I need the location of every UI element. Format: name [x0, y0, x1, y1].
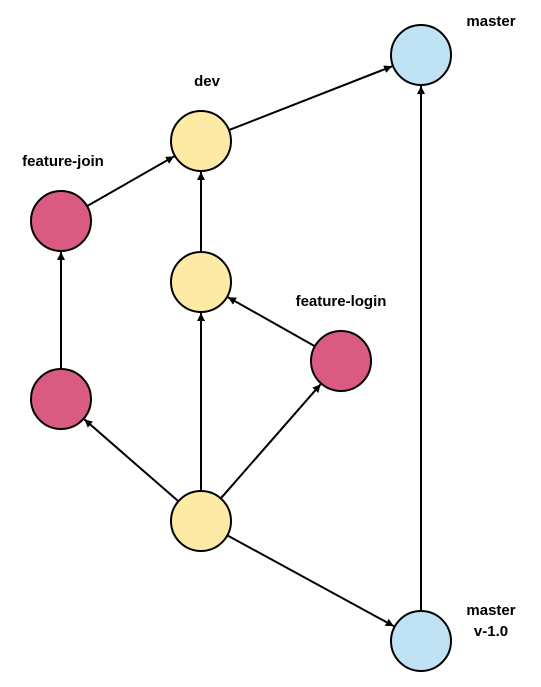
node-dev-base	[170, 490, 232, 552]
node-feature-join-head	[30, 190, 92, 252]
label-feature-login: feature-login	[296, 293, 387, 310]
edge-dev-base-to-feature-join-base	[83, 418, 180, 503]
label-master-v1-line1: master	[466, 602, 515, 619]
edge-dev-base-to-feature-login-node	[220, 383, 322, 500]
edge-dev-head-to-master-head	[228, 65, 393, 132]
label-master-v1-line2: v-1.0	[474, 623, 508, 640]
node-dev-mid	[170, 251, 232, 313]
node-master-v1	[390, 610, 452, 672]
edge-dev-base-to-master-v1	[226, 534, 395, 628]
node-dev-head	[170, 110, 232, 172]
node-master-head	[390, 24, 452, 86]
edge-feature-login-node-to-dev-mid	[227, 296, 316, 348]
label-master: master	[466, 13, 515, 30]
label-feature-join: feature-join	[22, 153, 104, 170]
label-dev: dev	[194, 73, 221, 90]
node-feature-join-base	[30, 368, 92, 430]
edges-layer	[57, 65, 425, 628]
nodes-layer	[30, 24, 452, 672]
node-feature-login-node	[310, 330, 372, 392]
edge-feature-join-head-to-dev-head	[86, 155, 175, 207]
